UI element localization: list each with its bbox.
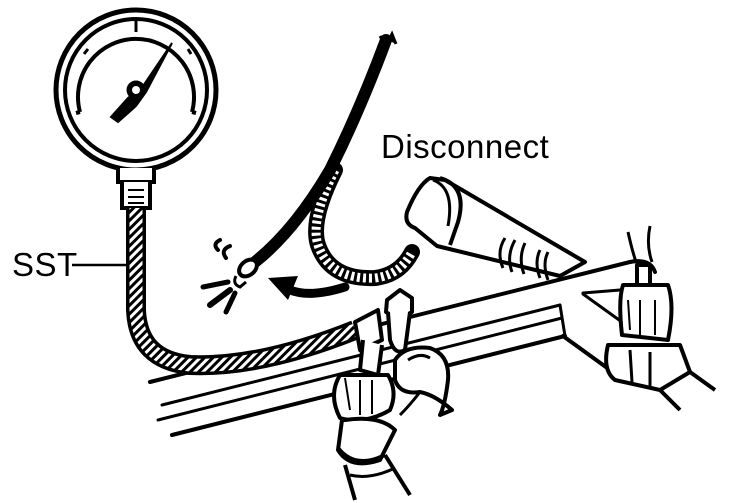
fuel-spray-icon	[200, 238, 238, 315]
braided-line	[308, 162, 420, 287]
disconnected-hose	[233, 30, 398, 289]
injector	[404, 176, 587, 281]
pressure-gauge	[53, 7, 219, 210]
sst-hose	[126, 208, 359, 376]
fuel-hoses	[332, 345, 454, 501]
union-bolt	[353, 288, 414, 377]
disconnect-arrow-icon	[268, 276, 350, 300]
disconnect-label: Disconnect	[381, 128, 550, 165]
sst-label: SST	[12, 246, 78, 283]
fuel-hoses-right	[604, 225, 717, 412]
